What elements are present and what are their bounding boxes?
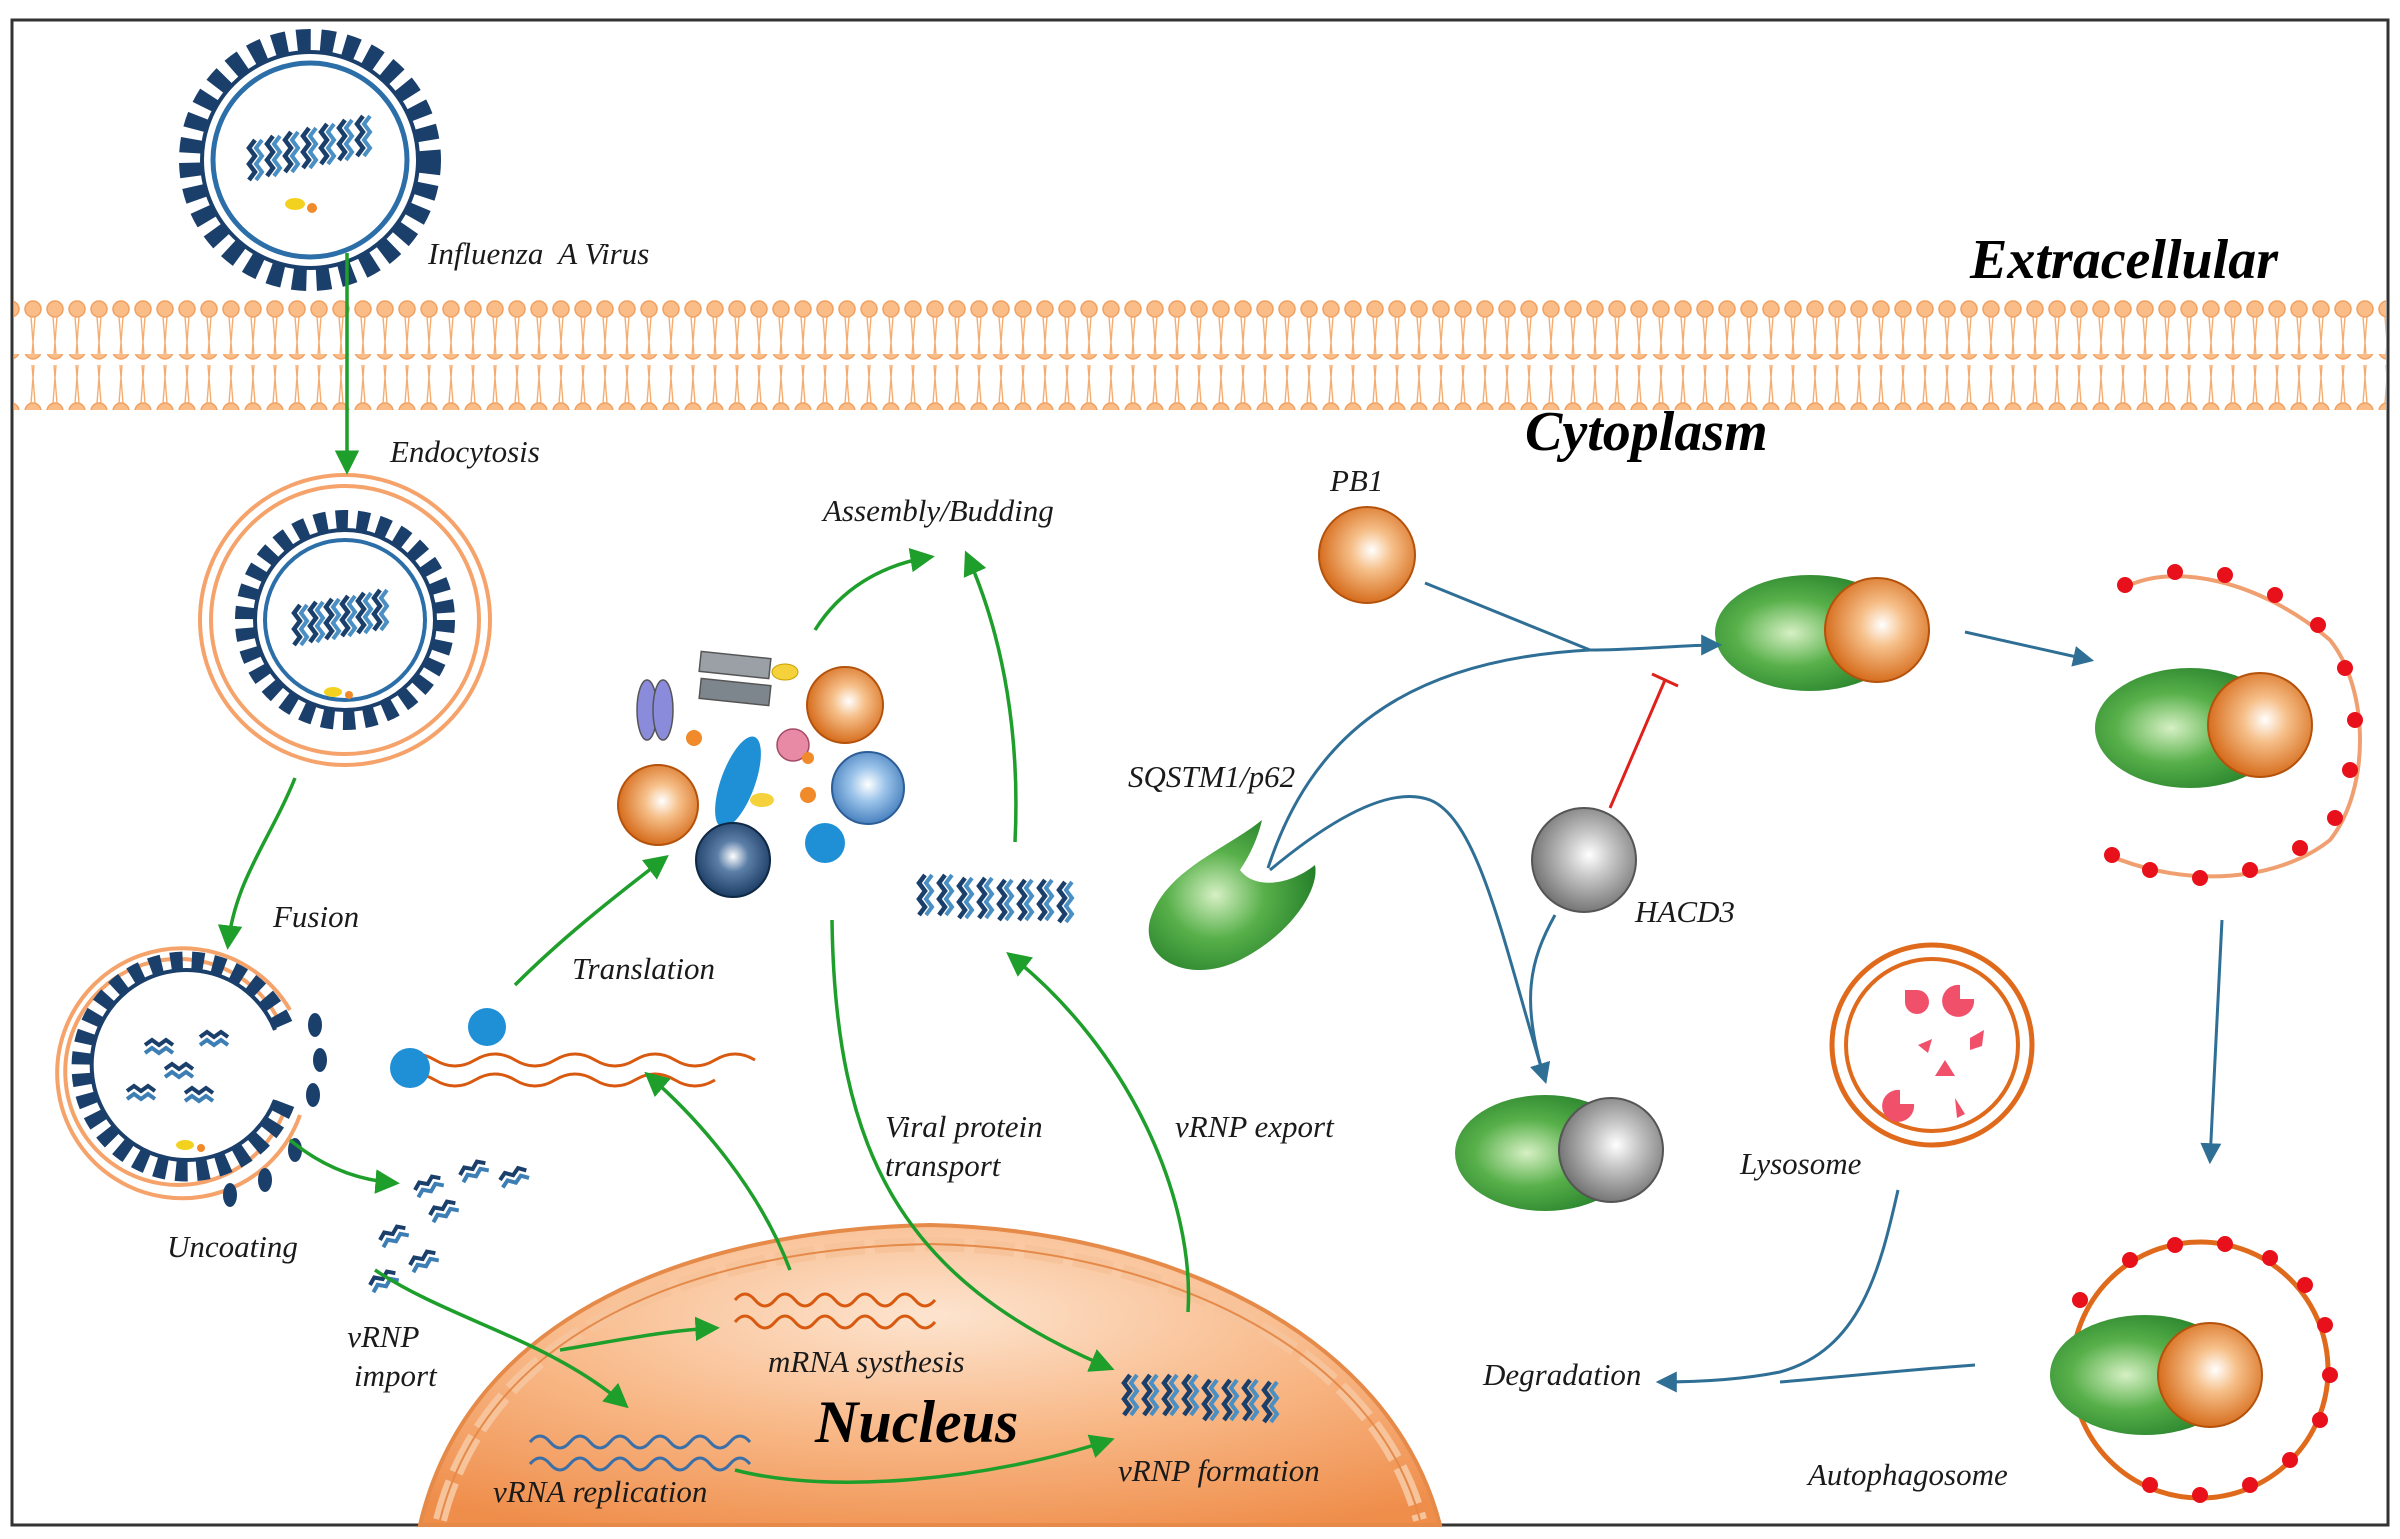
phagophore [2095, 564, 2363, 886]
viral-protein-pool [617, 650, 905, 898]
label-vrnp-import: vRNP import [330, 1318, 437, 1396]
hacd3-protein [1531, 807, 1637, 913]
label-sqstm1-p62: SQSTM1/p62 [1128, 759, 1296, 794]
label-cytoplasm: Cytoplasm [1525, 401, 1768, 463]
endosome [198, 473, 492, 767]
label-vrna-replication: vRNA replication [493, 1474, 708, 1509]
label-vrnp-export: vRNP export [1175, 1109, 1334, 1144]
label-nucleus: Nucleus [815, 1389, 1019, 1455]
hacd3-inhibition [1608, 672, 1679, 809]
label-viral-protein-line2: transport [885, 1147, 1001, 1183]
label-vrnp-import-line1: vRNP [347, 1319, 420, 1354]
pb1-p62-complex [1715, 575, 1930, 691]
label-vrnp-import-line2: import [354, 1357, 437, 1393]
vrnp-cluster-cytoplasm [919, 875, 1072, 922]
label-viral-protein-transport: Viral protein transport [885, 1108, 1043, 1186]
translating-mrna [390, 1008, 756, 1088]
blue-arrows [1266, 581, 2224, 1393]
label-fusion: Fusion [273, 899, 360, 934]
lysosome-body [1829, 942, 2035, 1148]
label-degradation: Degradation [1483, 1357, 1642, 1392]
pb1-protein [1318, 506, 1416, 604]
label-influenza-virus: Influenza A Virus [428, 236, 650, 271]
released-vrnps [365, 1156, 532, 1295]
label-vrnp-formation: vRNP formation [1118, 1453, 1320, 1488]
label-lysosome: Lysosome [1740, 1146, 1862, 1181]
sqstm1-p62 [1148, 820, 1316, 971]
label-extracellular: Extracellular [1970, 229, 2279, 291]
autophagosome-body [2050, 1236, 2338, 1503]
label-translation: Translation [572, 951, 715, 986]
plasma-membrane [14, 298, 2386, 410]
nucleus-body [417, 1222, 1443, 1527]
vrna-wave [528, 1434, 752, 1472]
label-viral-protein-line1: Viral protein [885, 1109, 1043, 1144]
label-hacd3: HACD3 [1635, 894, 1735, 929]
label-autophagosome: Autophagosome [1808, 1457, 2008, 1492]
hacd3-p62-complex [1455, 1095, 1664, 1211]
influenza-virion [179, 29, 441, 291]
label-endocytosis: Endocytosis [390, 434, 540, 469]
label-assembly-budding: Assembly/Budding [823, 493, 1054, 528]
label-mrna-synthesis: mRNA systhesis [768, 1344, 965, 1379]
label-uncoating: Uncoating [167, 1229, 298, 1264]
mrna-wave [733, 1292, 937, 1330]
green-arrows [217, 253, 1191, 1484]
label-pb1: PB1 [1330, 463, 1384, 498]
fused-virion [55, 946, 327, 1207]
